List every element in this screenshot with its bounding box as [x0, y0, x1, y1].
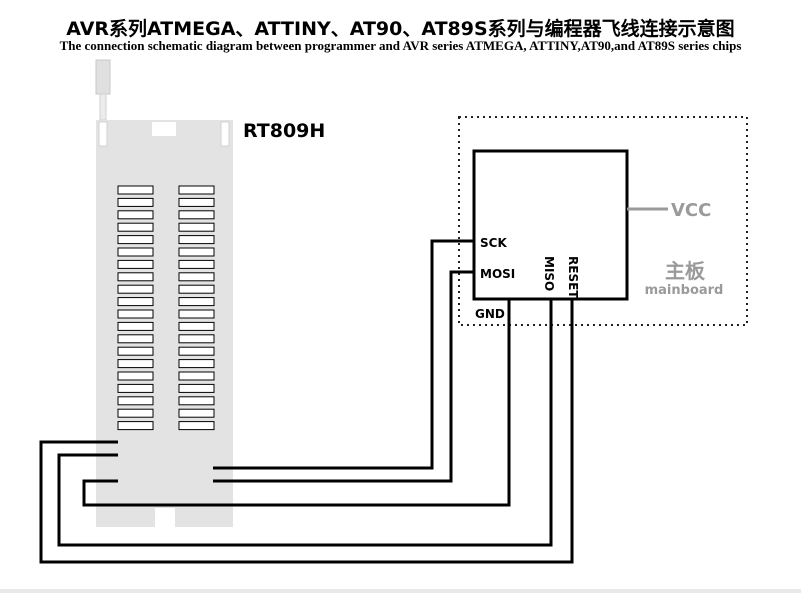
socket-pin-right — [178, 284, 215, 294]
socket-pin-left — [117, 396, 154, 406]
zif-lever-handle — [95, 59, 111, 95]
socket-pin-right — [178, 235, 215, 245]
socket-pin-left — [117, 284, 154, 294]
socket-pin-left — [117, 197, 154, 207]
socket-pin-left — [117, 359, 154, 369]
pin-label-gnd: GND — [475, 307, 505, 321]
socket-pin-right — [178, 383, 215, 393]
socket-pin-left — [117, 321, 154, 331]
socket-pin-left — [117, 334, 154, 344]
programmer-label: RT809H — [243, 120, 325, 142]
socket-pin-right — [178, 371, 215, 381]
wire-gnd — [82, 299, 511, 507]
wire-reset — [39, 299, 574, 564]
socket-pin-left — [117, 346, 154, 356]
title-english: The connection schematic diagram between… — [59, 38, 742, 53]
socket-pin-right — [178, 210, 215, 220]
zif-lever-arm — [99, 93, 107, 121]
socket-pin-left — [117, 297, 154, 307]
socket-pin-right — [178, 197, 215, 207]
socket-pin-left — [117, 421, 154, 431]
socket-notch-bottom — [155, 508, 175, 527]
socket-pin-left — [117, 222, 154, 232]
title-chinese: AVR系列ATMEGA、ATTINY、AT90、AT89S系列与编程器飞线连接示… — [66, 18, 735, 40]
socket-pin-left — [117, 383, 154, 393]
pin-label-reset: RESET — [566, 256, 580, 299]
socket-pin-right — [178, 247, 215, 257]
socket-notch-top — [152, 122, 176, 136]
pin-label-miso: MISO — [542, 256, 556, 291]
socket-pin-right — [178, 185, 215, 195]
socket-pin-left — [117, 259, 154, 269]
socket-pin-left — [117, 247, 154, 257]
wire-sck — [213, 239, 474, 470]
socket-notch-right — [220, 121, 230, 147]
mainboard-label-en: mainboard — [645, 283, 724, 298]
socket-pin-left — [117, 272, 154, 282]
socket-pin-right — [178, 346, 215, 356]
bottom-divider — [0, 589, 801, 593]
pin-label-mosi: MOSI — [480, 267, 515, 281]
socket-pin-left — [117, 185, 154, 195]
socket-pin-left — [117, 408, 154, 418]
socket-notch-left — [98, 121, 108, 147]
avr-chip — [472, 149, 629, 301]
socket-pin-left — [117, 210, 154, 220]
wire-miso — [57, 299, 553, 547]
socket-pin-right — [178, 321, 215, 331]
socket-pin-right — [178, 222, 215, 232]
mainboard-outline — [458, 116, 748, 326]
socket-pin-right — [178, 334, 215, 344]
socket-pin-right — [178, 272, 215, 282]
socket-pin-left — [117, 309, 154, 319]
mainboard-label-cn: 主板 — [665, 259, 706, 283]
vcc-label: VCC — [671, 200, 711, 221]
pin-label-sck: SCK — [480, 236, 507, 250]
socket-pin-right — [178, 297, 215, 307]
socket-pin-right — [178, 421, 215, 431]
socket-pins-left — [117, 185, 154, 431]
socket-pin-right — [178, 309, 215, 319]
socket-pin-right — [178, 359, 215, 369]
socket-pin-right — [178, 408, 215, 418]
socket-pin-left — [117, 371, 154, 381]
socket-pin-right — [178, 259, 215, 269]
socket-pin-left — [117, 235, 154, 245]
wire-mosi — [213, 270, 474, 483]
socket-pin-right — [178, 396, 215, 406]
socket-pins-right — [178, 185, 215, 431]
